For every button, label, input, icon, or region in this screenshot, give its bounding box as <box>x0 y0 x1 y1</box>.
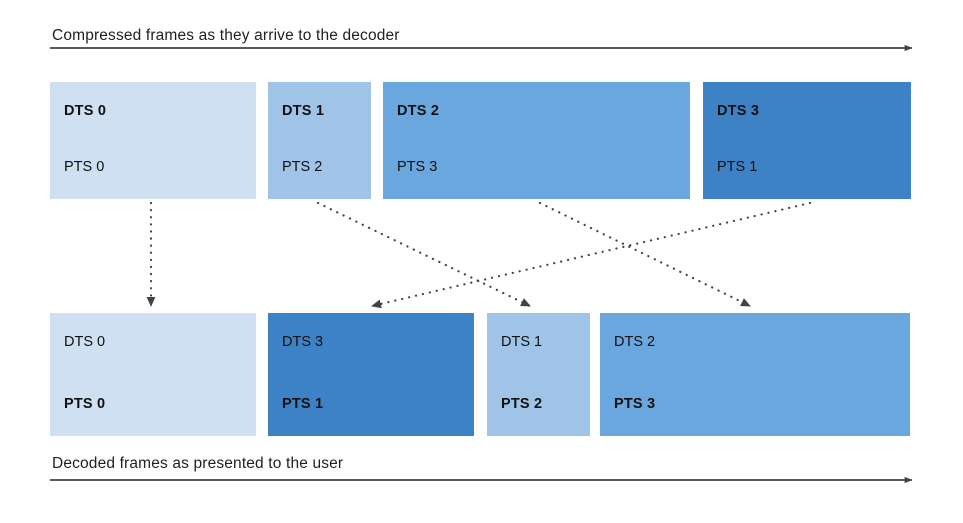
frame-box[interactable]: DTS 2 PTS 3 <box>383 82 690 199</box>
frame-box[interactable]: DTS 2 PTS 3 <box>600 313 910 436</box>
frame-dts-label: DTS 2 <box>397 103 440 119</box>
compressed-row-caption: Compressed frames as they arrive to the … <box>52 27 400 44</box>
mapping-arrow <box>538 201 752 308</box>
frame-box[interactable]: DTS 1 PTS 2 <box>268 82 371 199</box>
frame-pts-label: PTS 0 <box>64 395 106 412</box>
frame-dts-label: DTS 3 <box>717 103 760 119</box>
frame-pts-label: PTS 0 <box>64 158 105 175</box>
mapping-arrow <box>316 201 532 308</box>
frame-pts-label: PTS 3 <box>397 158 438 175</box>
frame-dts-label: DTS 1 <box>282 103 325 119</box>
frame-box[interactable]: DTS 1 PTS 2 <box>487 313 590 436</box>
frame-pts-label: PTS 2 <box>501 395 543 412</box>
frame-box[interactable]: DTS 0 PTS 0 <box>50 82 256 199</box>
frame-box[interactable]: DTS 0 PTS 0 <box>50 313 256 436</box>
frame-dts-label: DTS 0 <box>64 334 106 350</box>
mapping-arrow <box>370 201 812 309</box>
frame-dts-label: DTS 0 <box>64 103 107 119</box>
frame-box[interactable]: DTS 3 PTS 1 <box>703 82 911 199</box>
frame-dts-label: DTS 1 <box>501 334 543 350</box>
frame-pts-label: PTS 1 <box>717 158 758 175</box>
frame-pts-label: PTS 2 <box>282 158 323 175</box>
frame-dts-label: DTS 2 <box>614 334 656 350</box>
frame-dts-label: DTS 3 <box>282 334 324 350</box>
frame-pts-label: PTS 3 <box>614 395 656 412</box>
frame-pts-label: PTS 1 <box>282 395 324 412</box>
frame-box[interactable]: DTS 3 PTS 1 <box>268 313 474 436</box>
decoded-row-caption: Decoded frames as presented to the user <box>52 455 344 472</box>
